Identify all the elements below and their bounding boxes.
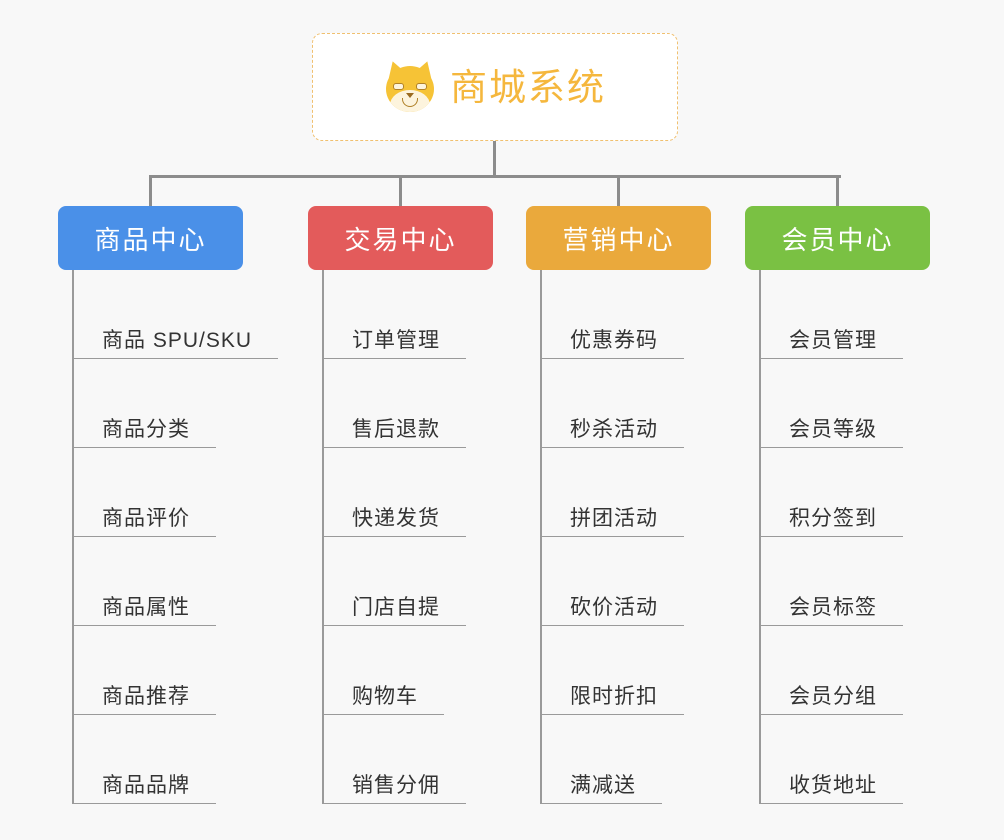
list-item-label: 门店自提 [324, 595, 466, 626]
branch-header-3[interactable]: 会员中心 [745, 206, 930, 270]
list-item[interactable]: 限时折扣 [542, 626, 711, 715]
list-item-label: 购物车 [324, 684, 444, 715]
list-item-label: 会员等级 [761, 417, 903, 448]
list-item-label: 秒杀活动 [542, 417, 684, 448]
connector-drop-branch-1 [399, 175, 402, 207]
branch-marketing-center: 营销中心 优惠券码 秒杀活动 拼团活动 砍价活动 限时折扣 满减送 [526, 206, 711, 804]
list-item-label: 限时折扣 [542, 684, 684, 715]
list-item[interactable]: 收货地址 [761, 715, 930, 804]
list-item[interactable]: 优惠券码 [542, 270, 711, 359]
branch-header-2[interactable]: 营销中心 [526, 206, 711, 270]
branch-item-list-2: 优惠券码 秒杀活动 拼团活动 砍价活动 限时折扣 满减送 [540, 270, 711, 804]
list-item-label: 商品属性 [74, 595, 216, 626]
list-item-label: 积分签到 [761, 506, 903, 537]
list-item[interactable]: 快递发货 [324, 448, 493, 537]
list-item-label: 满减送 [542, 773, 662, 804]
connector-root-stem [493, 141, 496, 177]
list-item-label: 商品评价 [74, 506, 216, 537]
list-item[interactable]: 砍价活动 [542, 537, 711, 626]
root-title: 商城系统 [450, 66, 606, 108]
connector-drop-branch-3 [836, 175, 839, 207]
list-item[interactable]: 会员分组 [761, 626, 930, 715]
list-item-label: 收货地址 [761, 773, 903, 804]
list-item[interactable]: 满减送 [542, 715, 711, 804]
list-item[interactable]: 订单管理 [324, 270, 493, 359]
list-item-label: 销售分佣 [324, 773, 466, 804]
list-item[interactable]: 购物车 [324, 626, 493, 715]
list-item-label: 优惠券码 [542, 328, 684, 359]
list-item[interactable]: 商品品牌 [74, 715, 243, 804]
list-item-label: 商品推荐 [74, 684, 216, 715]
root-node[interactable]: 商城系统 [312, 33, 678, 141]
list-item[interactable]: 秒杀活动 [542, 359, 711, 448]
connector-drop-branch-2 [617, 175, 620, 207]
branch-header-0[interactable]: 商品中心 [58, 206, 243, 270]
list-item[interactable]: 销售分佣 [324, 715, 493, 804]
list-item-label: 砍价活动 [542, 595, 684, 626]
branch-item-list-1: 订单管理 售后退款 快递发货 门店自提 购物车 销售分佣 [322, 270, 493, 804]
list-item-label: 会员标签 [761, 595, 903, 626]
list-item-label: 快递发货 [324, 506, 466, 537]
branch-item-list-0: 商品 SPU/SKU 商品分类 商品评价 商品属性 商品推荐 商品品牌 [72, 270, 279, 804]
list-item-label: 商品分类 [74, 417, 216, 448]
shiba-nose-icon [406, 93, 414, 98]
list-item[interactable]: 会员管理 [761, 270, 930, 359]
list-item[interactable]: 拼团活动 [542, 448, 711, 537]
list-item[interactable]: 售后退款 [324, 359, 493, 448]
list-item[interactable]: 会员标签 [761, 537, 930, 626]
shiba-dog-face-icon [384, 58, 436, 113]
branch-header-1[interactable]: 交易中心 [308, 206, 493, 270]
list-item-label: 售后退款 [324, 417, 466, 448]
list-item[interactable]: 商品推荐 [74, 626, 243, 715]
connector-horizontal-bus [149, 175, 841, 178]
branch-member-center: 会员中心 会员管理 会员等级 积分签到 会员标签 会员分组 收货地址 [745, 206, 930, 804]
list-item[interactable]: 会员等级 [761, 359, 930, 448]
shiba-head-icon [386, 66, 434, 112]
shiba-eye-right-icon [416, 83, 427, 90]
list-item[interactable]: 商品属性 [74, 537, 243, 626]
list-item-label: 订单管理 [324, 328, 466, 359]
list-item-label: 拼团活动 [542, 506, 684, 537]
list-item-label: 商品品牌 [74, 773, 216, 804]
branch-product-center: 商品中心 商品 SPU/SKU 商品分类 商品评价 商品属性 商品推荐 商品品牌 [58, 206, 279, 804]
branch-item-list-3: 会员管理 会员等级 积分签到 会员标签 会员分组 收货地址 [759, 270, 930, 804]
list-item[interactable]: 积分签到 [761, 448, 930, 537]
connector-drop-branch-0 [149, 175, 152, 207]
list-item[interactable]: 商品评价 [74, 448, 243, 537]
shiba-eye-left-icon [393, 83, 404, 90]
branch-trade-center: 交易中心 订单管理 售后退款 快递发货 门店自提 购物车 销售分佣 [308, 206, 493, 804]
list-item-label: 商品 SPU/SKU [74, 328, 279, 359]
list-item-label: 会员分组 [761, 684, 903, 715]
list-item[interactable]: 门店自提 [324, 537, 493, 626]
list-item[interactable]: 商品分类 [74, 359, 243, 448]
list-item-label: 会员管理 [761, 328, 903, 359]
list-item[interactable]: 商品 SPU/SKU [74, 270, 279, 359]
